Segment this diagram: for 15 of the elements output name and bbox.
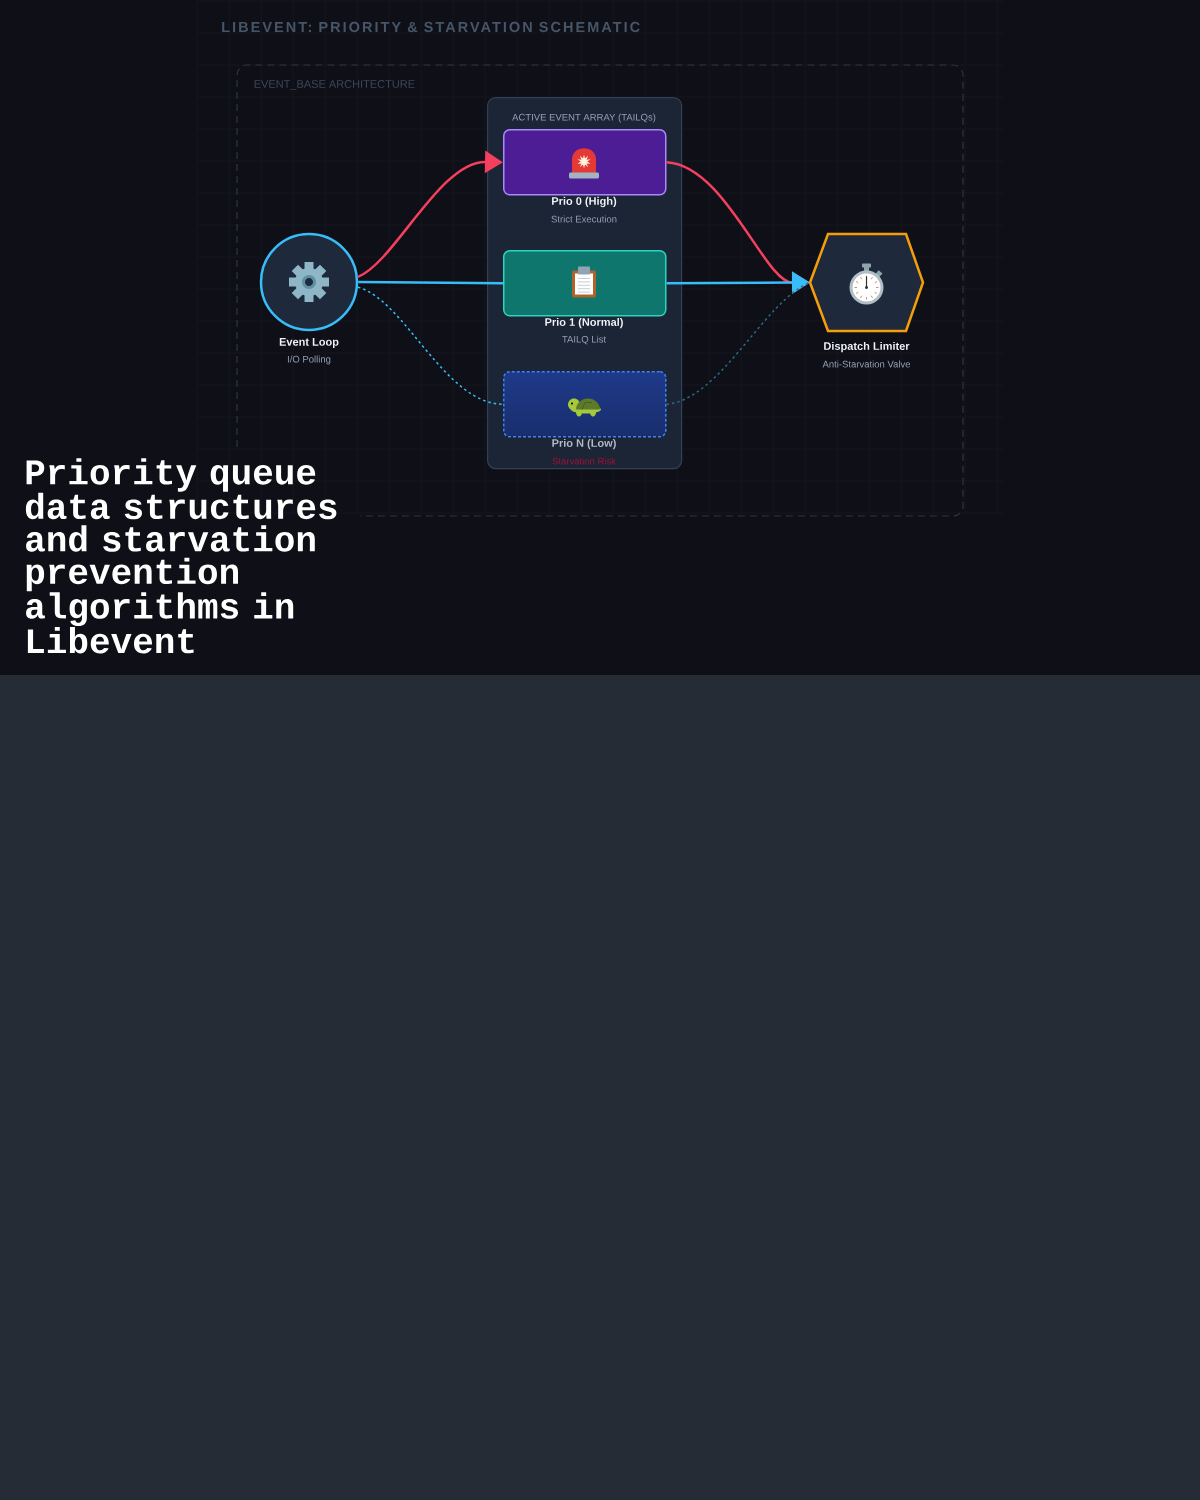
node-label: Dispatch Limiter <box>824 341 910 353</box>
node-label: Event Loop <box>279 338 339 348</box>
node-caption: Strict Execution <box>551 215 617 223</box>
headline: Priority queue data structures and starvation prevention algorithms in Libevent <box>25 458 337 654</box>
dotted-line <box>357 286 504 405</box>
node-label: Prio N (Low) <box>552 438 616 450</box>
connector-line <box>358 280 504 285</box>
dotted-line <box>665 281 811 405</box>
node-caption: I/O Polling <box>287 355 331 365</box>
node-caption: TAILQ List <box>562 335 606 345</box>
node-label: Prio 0 (High) <box>552 196 617 208</box>
node-label: Prio 1 (Normal) <box>545 317 623 329</box>
diagram-title: LIBEVENT: PRIORITY & STARVATION SCHEMATIC <box>222 21 640 33</box>
node-caption: Anti-Starvation Valve <box>822 360 911 368</box>
node-caption: Starvation Risk <box>552 457 616 465</box>
